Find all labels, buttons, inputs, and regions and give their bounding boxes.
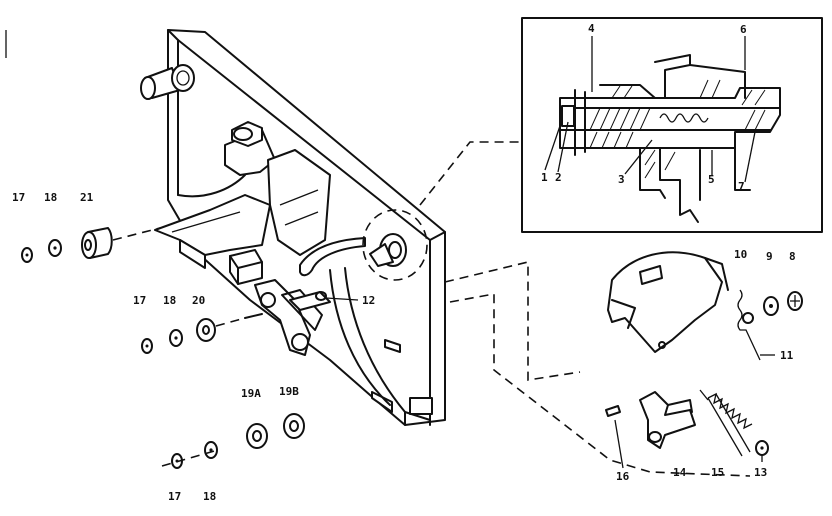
- label-7: 7: [738, 180, 745, 193]
- main-housing: [140, 29, 446, 426]
- label-1: 1: [541, 171, 548, 184]
- inset-detail: [419, 17, 823, 233]
- label-14: 14: [673, 466, 687, 479]
- label-4: 4: [588, 22, 595, 35]
- left-hardware-lower: [161, 413, 305, 469]
- label-18-lower: 18: [203, 490, 216, 503]
- label-10: 10: [734, 248, 747, 261]
- label-19A: 19A: [241, 387, 261, 400]
- left-hardware-middle: [141, 317, 246, 354]
- label-19B: 19B: [279, 385, 299, 398]
- label-12: 12: [362, 294, 375, 307]
- label-8: 8: [789, 250, 796, 263]
- part-labels: 1 2 3 4 5 6 7 8 9 10 11 12 13 14 15 16 1…: [12, 22, 796, 503]
- label-21: 21: [80, 191, 94, 204]
- label-17-middle: 17: [133, 294, 146, 307]
- label-15: 15: [711, 466, 724, 479]
- label-17-upper: 17: [12, 191, 25, 204]
- label-3: 3: [618, 173, 625, 186]
- leader-12: [325, 297, 359, 301]
- label-9: 9: [766, 250, 773, 263]
- label-13: 13: [754, 466, 767, 479]
- label-17-lower: 17: [168, 490, 181, 503]
- label-6: 6: [740, 23, 747, 36]
- label-2: 2: [555, 171, 562, 184]
- label-16: 16: [616, 470, 630, 483]
- left-hardware-upper: [21, 227, 161, 263]
- label-5: 5: [708, 173, 715, 186]
- right-cam-assembly: [444, 251, 803, 381]
- label-18-upper: 18: [44, 191, 57, 204]
- lower-lever-assembly: [449, 293, 769, 477]
- label-11: 11: [780, 349, 794, 362]
- label-18-middle: 18: [163, 294, 176, 307]
- label-20: 20: [192, 294, 205, 307]
